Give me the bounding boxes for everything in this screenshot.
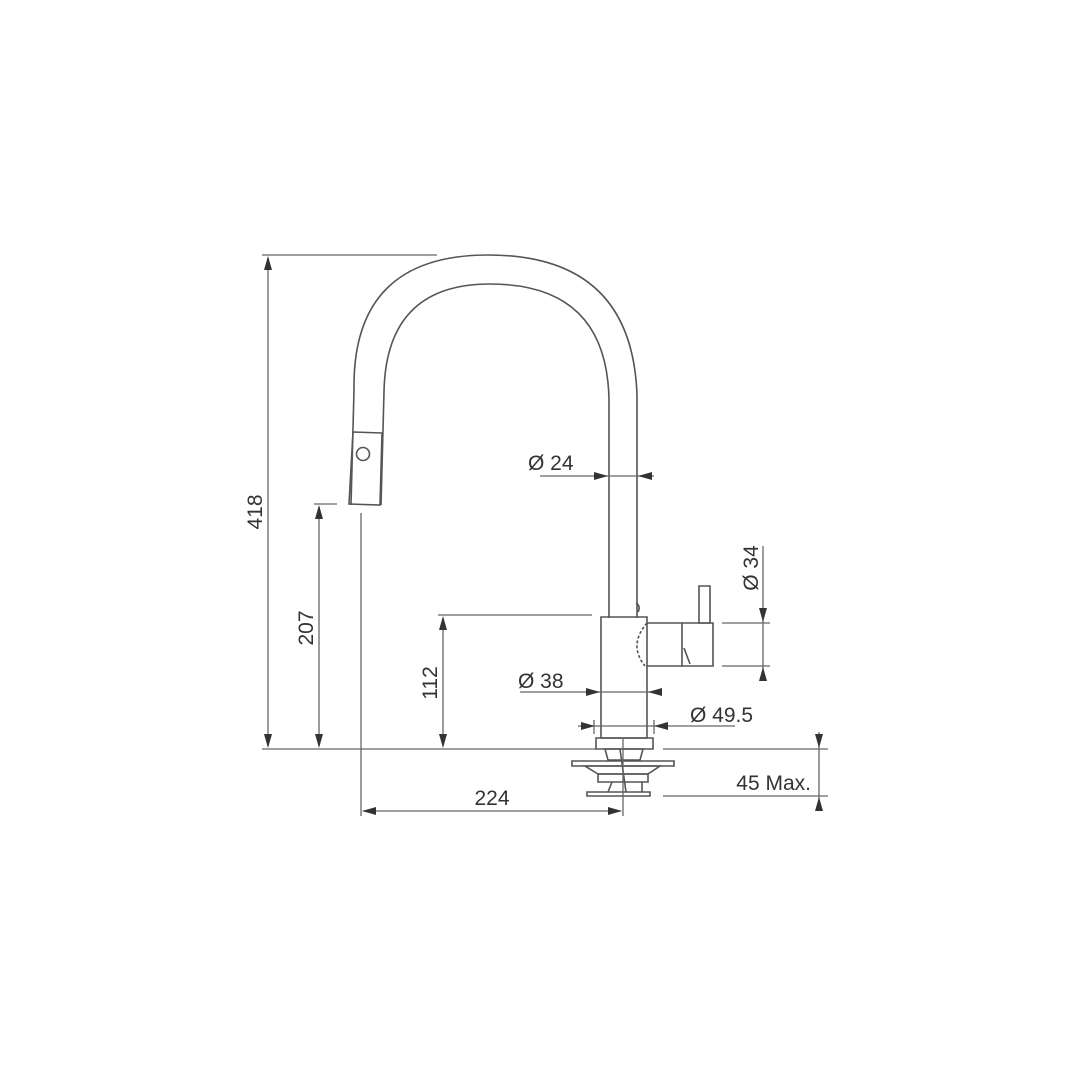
dimension-body-diameter: Ø 38 xyxy=(518,670,662,696)
handle-lever xyxy=(698,585,711,624)
spray-button-icon xyxy=(355,446,371,462)
dimension-handle-diameter: Ø 34 xyxy=(740,545,767,681)
svg-text:224: 224 xyxy=(474,787,509,810)
svg-text:Ø 24: Ø 24 xyxy=(528,452,574,475)
dimension-base-diameter: Ø 49.5 xyxy=(578,704,753,734)
faucet-spout xyxy=(348,254,638,618)
dimension-spout-reach: 224 xyxy=(362,787,622,815)
spray-head xyxy=(348,431,383,506)
extension-lines xyxy=(262,254,828,816)
svg-text:112: 112 xyxy=(419,666,442,699)
dimension-handle-height: 112 xyxy=(419,616,447,748)
svg-text:Ø 49.5: Ø 49.5 xyxy=(690,704,753,727)
svg-text:Ø 38: Ø 38 xyxy=(518,670,564,693)
dimension-max-deck-thickness: 45 Max. xyxy=(736,732,823,811)
dimension-spout-diameter: Ø 24 xyxy=(528,452,654,480)
svg-text:418: 418 xyxy=(244,494,267,529)
dimension-total-height: 418 xyxy=(244,256,272,748)
svg-text:207: 207 xyxy=(295,610,318,645)
dimension-spout-outlet-height: 207 xyxy=(295,505,323,748)
svg-text:45 Max.: 45 Max. xyxy=(736,772,811,795)
svg-text:Ø 34: Ø 34 xyxy=(740,545,763,591)
